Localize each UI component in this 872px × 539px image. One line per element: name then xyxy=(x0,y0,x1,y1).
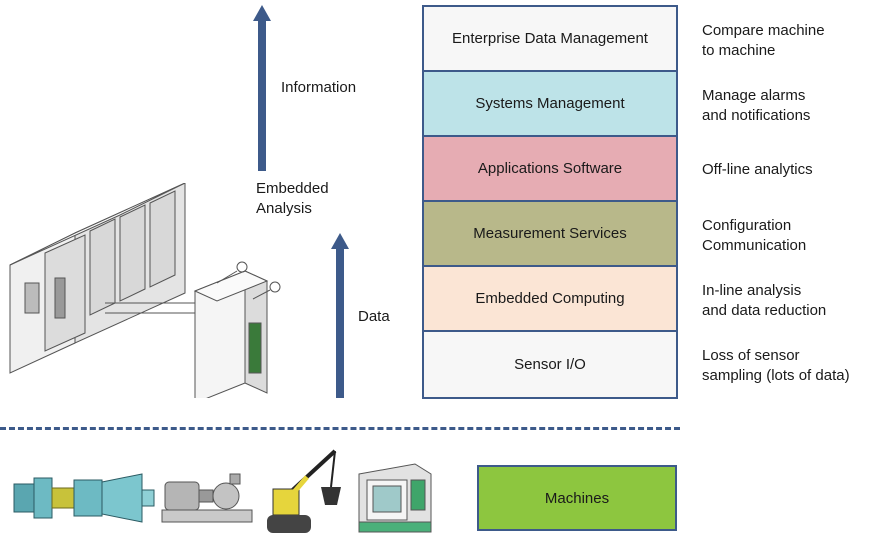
layer-3: Measurement Services xyxy=(424,202,676,267)
layer-1: Systems Management xyxy=(424,72,676,137)
layer-note-0: Compare machine to machine xyxy=(702,22,825,59)
layer-4: Embedded Computing xyxy=(424,267,676,332)
excavator-icon xyxy=(267,449,341,533)
machines-box: Machines xyxy=(477,465,677,531)
turbine-icon xyxy=(13,473,155,523)
layer-note-2: Off-line analytics xyxy=(702,161,813,178)
pump-motor-icon xyxy=(161,473,253,523)
embedded-analysis-label: Embedded Analysis xyxy=(256,180,329,217)
information-arrow xyxy=(253,5,271,171)
data-label: Data xyxy=(358,308,390,325)
layer-5: Sensor I/O xyxy=(424,332,676,397)
dashed-divider xyxy=(0,427,680,430)
ni-chassis-hardware-icon xyxy=(9,183,281,398)
layer-note-4: In-line analysis and data reduction xyxy=(702,282,827,319)
information-label: Information xyxy=(281,79,357,96)
cnc-machine-icon xyxy=(358,463,432,533)
layer-note-3: Configuration Communication xyxy=(702,217,807,254)
data-arrow xyxy=(331,233,349,398)
layer-note-1: Manage alarms and notifications xyxy=(702,87,811,124)
layer-0: Enterprise Data Management xyxy=(424,7,676,72)
layer-note-5: Loss of sensor sampling (lots of data) xyxy=(702,347,850,384)
layer-2: Applications Software xyxy=(424,137,676,202)
